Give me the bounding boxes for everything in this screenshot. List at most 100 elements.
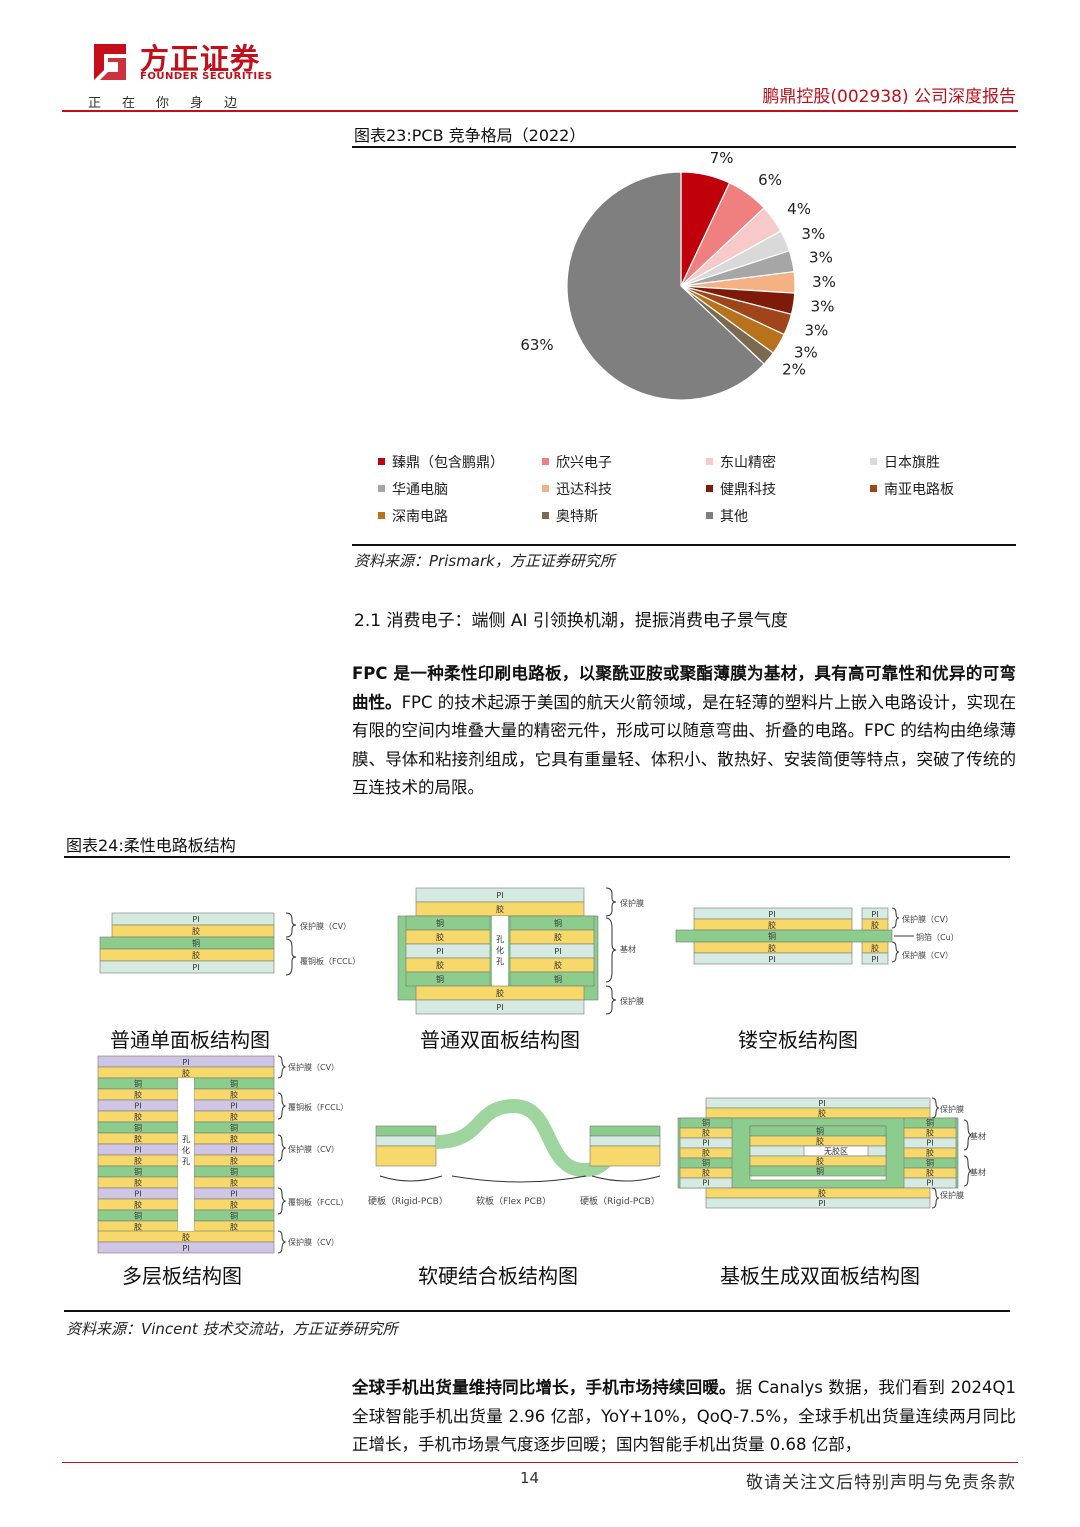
- legend-label: 健鼎科技: [720, 482, 776, 498]
- svg-text:PI: PI: [192, 915, 199, 924]
- svg-text:PI: PI: [768, 910, 775, 919]
- pie-label-6: 3%: [811, 298, 835, 316]
- legend-label: 奥特斯: [556, 509, 598, 525]
- svg-text:胶: 胶: [230, 1178, 238, 1188]
- fpc-structure-diagrams: .pi{fill:#d5eae0;stroke:#777;stroke-widt…: [97, 887, 986, 1254]
- svg-text:铜: 铜: [230, 1079, 238, 1089]
- pie-chart: 7%6%4%3%3%3%3%3%3%2%63%: [520, 150, 836, 401]
- svg-text:铜: 铜: [816, 1166, 824, 1176]
- legend-swatch: [706, 485, 713, 492]
- svg-text:铜: 铜: [926, 1118, 934, 1128]
- svg-text:软板（Flex PCB）: 软板（Flex PCB）: [476, 1195, 551, 1207]
- svg-text:PI: PI: [926, 1179, 933, 1188]
- svg-text:硬板（Rigid-PCB）: 硬板（Rigid-PCB）: [368, 1195, 448, 1207]
- figure23-top-rule: [352, 146, 1016, 148]
- svg-text:PI: PI: [436, 947, 443, 956]
- svg-text:硬板（Rigid-PCB）: 硬板（Rigid-PCB）: [580, 1195, 660, 1207]
- svg-text:胶: 胶: [134, 1200, 142, 1210]
- svg-text:无胶区: 无胶区: [824, 1146, 848, 1156]
- svg-text:PI: PI: [134, 1190, 141, 1199]
- legend-swatch: [706, 458, 713, 465]
- svg-text:胶: 胶: [230, 1134, 238, 1144]
- svg-text:PI: PI: [230, 1102, 237, 1111]
- svg-text:覆铜板（FCCL）: 覆铜板（FCCL）: [288, 1197, 348, 1207]
- svg-text:保护膜（CV）: 保护膜（CV）: [902, 950, 953, 960]
- svg-text:胶: 胶: [134, 1156, 142, 1166]
- caption-rigid-flex: 软硬结合板结构图: [418, 1264, 578, 1288]
- svg-text:孔: 孔: [496, 957, 504, 966]
- figure23-source: 资料来源：Prismark，方正证券研究所: [354, 552, 615, 570]
- svg-text:胶: 胶: [816, 1156, 824, 1166]
- svg-text:铜: 铜: [230, 1123, 238, 1133]
- legend-swatch: [542, 485, 549, 492]
- legend-label: 深南电路: [392, 509, 448, 525]
- figure24-top-rule: [64, 856, 1010, 858]
- svg-text:覆铜板（FCCL）: 覆铜板（FCCL）: [300, 956, 360, 966]
- svg-text:保护膜（CV）: 保护膜（CV）: [288, 1237, 339, 1247]
- legend-item: 臻鼎（包含鹏鼎）: [378, 452, 504, 472]
- legend-item: 奥特斯: [542, 506, 598, 526]
- diagram-single-sided: PI 胶 铜 胶 PI 保护膜（CV） 覆铜板（FCCL）: [99, 912, 360, 976]
- svg-text:化: 化: [182, 1145, 190, 1155]
- legend-swatch: [706, 512, 713, 519]
- svg-text:铜: 铜: [768, 931, 776, 941]
- svg-text:胶: 胶: [496, 988, 504, 998]
- svg-text:胶: 胶: [871, 920, 879, 930]
- svg-text:化: 化: [496, 945, 504, 955]
- svg-text:铜: 铜: [702, 1158, 710, 1168]
- svg-text:基材: 基材: [620, 944, 636, 954]
- legend-item: 南亚电路板: [870, 479, 954, 499]
- report-tag: 鹏鼎控股(002938) 公司深度报告: [762, 87, 1016, 107]
- pie-label-10: 63%: [520, 336, 553, 354]
- legend-item: 东山精密: [706, 452, 776, 472]
- legend-swatch: [378, 485, 385, 492]
- footer-divider: [62, 1462, 1018, 1463]
- diagram-double-sided: PI 胶 铜 铜 胶 胶 PI PI 胶 胶 铜 铜 孔化孔 胶 PI 保护膜 …: [397, 887, 644, 1015]
- pie-label-5: 3%: [812, 273, 836, 291]
- legend-label: 迅达科技: [556, 482, 612, 498]
- legend-item: 迅达科技: [542, 479, 612, 499]
- svg-text:胶: 胶: [768, 943, 776, 953]
- svg-text:铜: 铜: [134, 1079, 142, 1089]
- para-smartphone-lead: 全球手机出货量维持同比增长，手机市场持续回暖。: [352, 1378, 736, 1397]
- figure24-title: 图表24:柔性电路板结构: [66, 836, 236, 855]
- svg-text:铜: 铜: [554, 974, 562, 984]
- svg-text:铜: 铜: [436, 974, 444, 984]
- pie-label-3: 3%: [801, 225, 825, 243]
- svg-text:PI: PI: [182, 1244, 189, 1253]
- svg-text:铜: 铜: [230, 1211, 238, 1221]
- svg-text:PI: PI: [702, 1139, 709, 1148]
- svg-text:孔: 孔: [182, 1157, 190, 1166]
- svg-text:胶: 胶: [436, 932, 444, 942]
- svg-text:PI: PI: [134, 1102, 141, 1111]
- svg-text:胶: 胶: [134, 1134, 142, 1144]
- svg-text:铜箔（Cu）: 铜箔（Cu）: [916, 932, 959, 942]
- legend-label: 华通电脑: [392, 482, 448, 498]
- svg-text:PI: PI: [768, 955, 775, 964]
- caption-substrate-double: 基板生成双面板结构图: [720, 1264, 920, 1288]
- svg-text:胶: 胶: [134, 1090, 142, 1100]
- svg-text:铜: 铜: [436, 918, 444, 928]
- svg-text:PI: PI: [134, 1146, 141, 1155]
- svg-text:保护膜: 保护膜: [620, 996, 644, 1006]
- svg-text:孔: 孔: [182, 1135, 190, 1144]
- figure23-title: 图表23:PCB 竞争格局（2022）: [354, 126, 586, 145]
- svg-text:胶: 胶: [871, 943, 879, 953]
- legend-label: 南亚电路板: [884, 482, 954, 498]
- pie-slice-10: [566, 171, 765, 401]
- svg-text:胶: 胶: [702, 1148, 710, 1158]
- svg-text:PI: PI: [230, 1190, 237, 1199]
- svg-text:铜: 铜: [554, 918, 562, 928]
- svg-text:孔: 孔: [496, 935, 504, 944]
- svg-text:胶: 胶: [768, 920, 776, 930]
- svg-text:胶: 胶: [134, 1222, 142, 1232]
- svg-text:铜: 铜: [134, 1123, 142, 1133]
- svg-text:铜: 铜: [134, 1211, 142, 1221]
- pie-label-0: 7%: [710, 150, 734, 167]
- svg-text:铜: 铜: [230, 1167, 238, 1177]
- pie-label-1: 6%: [758, 171, 782, 189]
- page-number: 14: [520, 1469, 540, 1487]
- svg-text:PI: PI: [818, 1099, 825, 1108]
